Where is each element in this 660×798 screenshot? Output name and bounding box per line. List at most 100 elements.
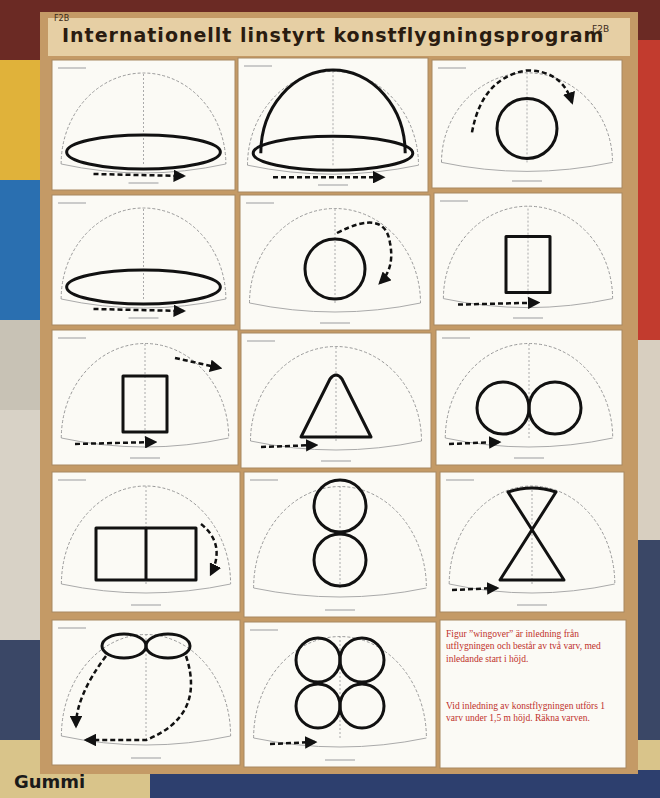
card-sheet xyxy=(440,472,624,612)
photo-background xyxy=(0,410,45,640)
zenith-line xyxy=(335,209,336,304)
photo-background xyxy=(0,180,45,320)
annotation-mark xyxy=(58,67,86,69)
annotation-mark xyxy=(131,757,161,759)
zenith-line xyxy=(143,73,144,164)
card-sheet xyxy=(238,58,428,192)
card-sheet xyxy=(434,193,622,325)
annotation-mark xyxy=(129,317,159,319)
flight-path-arrow xyxy=(261,445,316,447)
flight-path-arrow xyxy=(270,742,315,744)
photo-background xyxy=(0,320,45,410)
class-tag: F2B xyxy=(54,14,94,24)
hemisphere-outline xyxy=(445,344,612,439)
flight-path-arrow xyxy=(86,656,191,740)
photo-background xyxy=(0,0,660,60)
ground-ellipse xyxy=(449,584,615,593)
level-lap xyxy=(253,136,413,170)
annotation-mark xyxy=(58,627,86,629)
clover-leaf xyxy=(296,684,340,728)
annotation-mark xyxy=(58,337,86,339)
handwritten-note: Figur ”wingover” är inledning från utfly… xyxy=(446,628,620,665)
maneuver-card xyxy=(52,620,240,765)
hemisphere-outline xyxy=(61,486,230,584)
maneuver-card xyxy=(436,330,622,465)
photo-background xyxy=(150,770,660,798)
card-sheet xyxy=(241,333,431,468)
loop-figure xyxy=(314,534,366,586)
annotation-mark xyxy=(131,604,161,606)
hemisphere-outline xyxy=(254,487,427,588)
flight-path-arrow xyxy=(452,588,497,590)
zenith-line xyxy=(532,486,533,584)
zenith-line xyxy=(333,71,334,165)
annotation-mark xyxy=(247,340,275,342)
annotation-mark xyxy=(250,629,278,631)
flight-path-arrow xyxy=(94,174,184,176)
annotation-mark xyxy=(446,479,474,481)
zenith-line xyxy=(340,487,341,589)
triangle-loop xyxy=(301,375,371,437)
flight-path-arrow xyxy=(75,442,155,444)
background-sign: Gummi xyxy=(14,770,114,793)
overhead-loop xyxy=(102,634,146,658)
hemisphere-outline xyxy=(449,486,615,584)
annotation-mark xyxy=(130,457,160,459)
loop-figure xyxy=(529,382,581,434)
annotation-mark xyxy=(129,182,159,184)
square-loop xyxy=(506,237,550,293)
hemisphere-outline xyxy=(248,71,419,165)
hemisphere-outline xyxy=(61,344,228,439)
hemisphere-outline xyxy=(250,209,421,304)
hemisphere-outline xyxy=(61,635,230,737)
maneuver-card xyxy=(52,330,238,465)
annotation-mark xyxy=(250,479,278,481)
maneuver-card xyxy=(52,195,235,325)
maneuver-card xyxy=(440,472,624,612)
card-sheet xyxy=(52,60,235,190)
annotation-mark xyxy=(320,322,350,324)
annotation-mark xyxy=(325,609,355,611)
flight-path-arrow xyxy=(201,524,217,574)
flight-path-arrow xyxy=(337,223,391,283)
ground-ellipse xyxy=(443,299,612,308)
card-sheet xyxy=(52,620,240,765)
loop-figure xyxy=(477,382,529,434)
annotation-mark xyxy=(438,67,466,69)
hemisphere-outline xyxy=(61,208,226,299)
hemisphere-outline xyxy=(442,73,613,163)
maneuver-card xyxy=(238,58,428,192)
poster-title: Internationellt linstyrt konstflygningsp… xyxy=(62,24,622,46)
card-sheet xyxy=(432,60,622,188)
zenith-line xyxy=(336,347,337,442)
zenith-line xyxy=(529,344,530,439)
ground-ellipse xyxy=(445,438,612,447)
annotation-mark xyxy=(58,202,86,204)
level-lap xyxy=(67,270,221,304)
annotation-mark xyxy=(58,479,86,481)
maneuver-card xyxy=(440,620,626,768)
maneuver-card xyxy=(52,472,240,612)
square-loop xyxy=(123,376,167,432)
handwritten-note: Vid inledning av konstflygningen utförs … xyxy=(446,700,620,725)
flight-path-arrow xyxy=(449,442,499,444)
hemisphere-outline xyxy=(254,637,427,738)
ground-ellipse xyxy=(254,738,427,747)
zenith-line xyxy=(528,206,529,298)
maneuver-card xyxy=(244,622,436,767)
flight-path-arrow xyxy=(458,303,538,305)
card-sheet xyxy=(52,330,238,465)
annotation-mark xyxy=(244,65,272,67)
loop-figure xyxy=(314,480,366,532)
hourglass-figure xyxy=(500,488,564,580)
wingover-arc xyxy=(261,70,405,153)
ground-ellipse xyxy=(254,588,427,597)
annotation-mark xyxy=(318,184,348,186)
maneuver-card xyxy=(52,60,235,190)
flight-path-arrow xyxy=(76,656,106,726)
annotation-mark xyxy=(514,457,544,459)
annotation-mark xyxy=(325,759,355,761)
level-lap xyxy=(67,135,221,169)
